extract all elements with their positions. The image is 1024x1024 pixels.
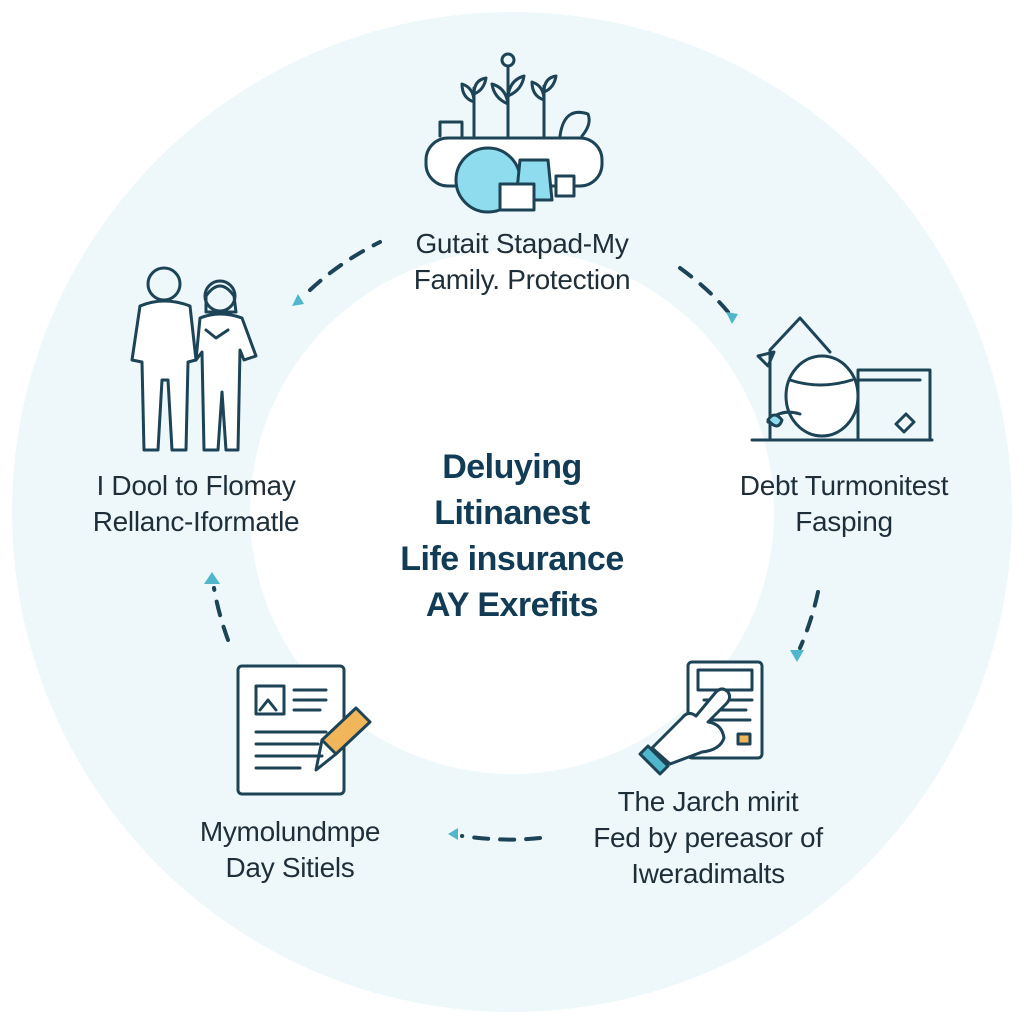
node-label-line: The Jarch mirit bbox=[617, 786, 799, 817]
house-icon bbox=[750, 316, 934, 442]
arrowhead-bottom-right-to-bottom-left bbox=[448, 828, 458, 840]
arrowhead-top-to-right bbox=[726, 312, 738, 324]
document-pencil-icon bbox=[236, 664, 372, 796]
node-label-line: Iweradimalts bbox=[631, 858, 785, 889]
center-title-line: AY Exrefits bbox=[425, 586, 599, 624]
inner-disc bbox=[250, 250, 774, 774]
garden-icon bbox=[424, 52, 604, 214]
node-label-line: Gutait Stapad-My bbox=[415, 228, 629, 259]
arrowhead-right-to-bottom-right bbox=[790, 650, 804, 662]
center-title-line: Litinanest bbox=[434, 494, 590, 532]
arrow-right-to-bottom-right bbox=[798, 590, 820, 650]
node-label-line: Fasping bbox=[795, 506, 893, 537]
node-label-line: Mymolundmpe bbox=[199, 816, 381, 847]
node-label-line: Rellanc-Iformatle bbox=[92, 506, 300, 537]
center-title-line: Deluying bbox=[442, 448, 582, 486]
family-icon bbox=[130, 266, 258, 452]
arrow-left-to-top bbox=[308, 240, 382, 292]
node-label-line: Fed by pereasor of bbox=[593, 822, 823, 853]
arrow-top-to-right bbox=[678, 266, 730, 314]
arrow-bottom-right-to-bottom-left bbox=[460, 834, 542, 842]
node-label-line: Day Sitiels bbox=[225, 852, 355, 883]
node-label-line: Family. Protection bbox=[413, 264, 631, 295]
arrowhead-bottom-left-to-left bbox=[204, 572, 220, 584]
center-title-line: Life insurance bbox=[400, 540, 624, 578]
node-label-line: I Dool to Flomay bbox=[96, 470, 296, 501]
arrowhead-left-to-top bbox=[292, 294, 304, 306]
tablet-hand-icon bbox=[638, 660, 764, 776]
arrow-bottom-left-to-left bbox=[212, 586, 230, 642]
node-label-line: Debt Turmonitest bbox=[739, 470, 949, 501]
